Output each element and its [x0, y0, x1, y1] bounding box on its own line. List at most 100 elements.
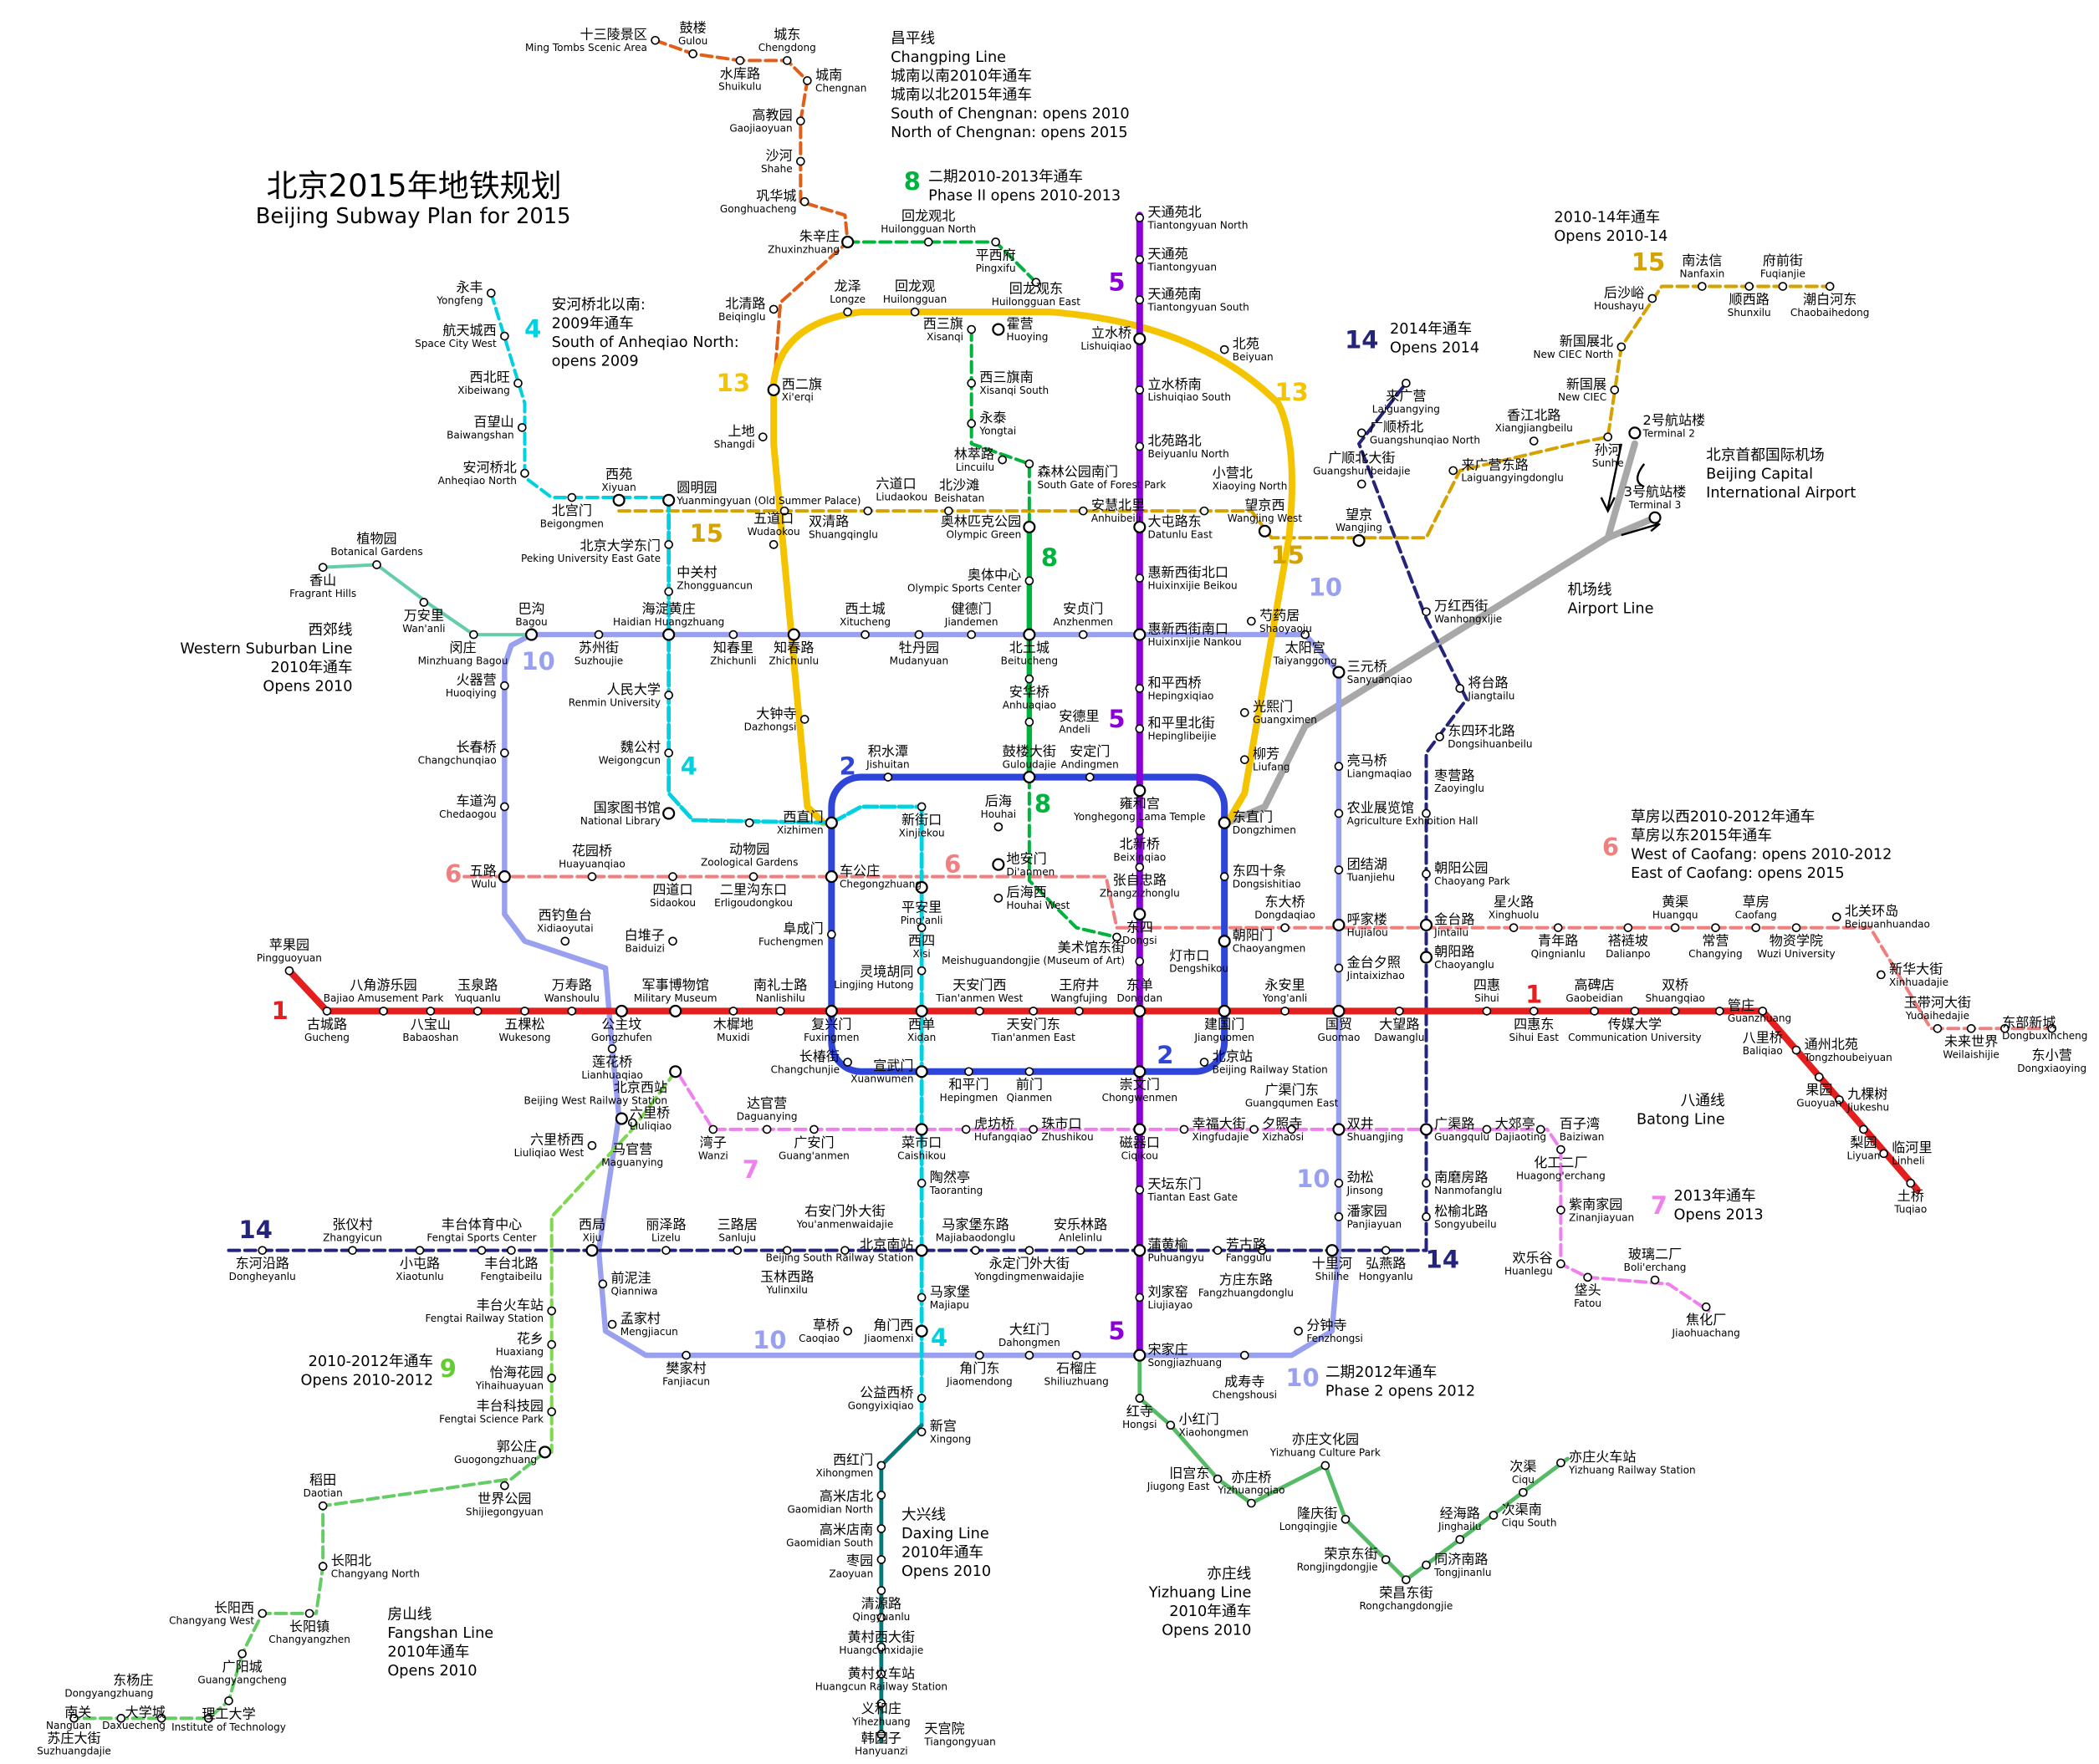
station-marker[interactable]	[876, 1586, 886, 1595]
station-marker[interactable]	[967, 324, 976, 334]
station-marker[interactable]	[876, 1461, 886, 1471]
station-marker[interactable]	[1024, 459, 1034, 469]
station-marker[interactable]	[587, 872, 597, 881]
station-marker[interactable]	[1078, 630, 1088, 640]
station-marker[interactable]	[1630, 1007, 1640, 1016]
station-marker[interactable]	[735, 56, 745, 65]
station-marker[interactable]	[1556, 1458, 1565, 1468]
station-marker[interactable]	[318, 563, 328, 572]
interchange-marker[interactable]	[1133, 1244, 1147, 1257]
station-marker[interactable]	[1135, 255, 1145, 264]
station-marker[interactable]	[547, 1407, 556, 1416]
station-marker[interactable]	[116, 1714, 126, 1723]
interchange-marker[interactable]	[1258, 524, 1271, 538]
station-marker[interactable]	[1590, 1007, 1599, 1016]
station-marker[interactable]	[1701, 1302, 1711, 1312]
station-marker[interactable]	[782, 1246, 792, 1255]
station-marker[interactable]	[944, 506, 953, 516]
station-marker[interactable]	[1239, 755, 1249, 764]
station-marker[interactable]	[1249, 1124, 1259, 1134]
station-marker[interactable]	[627, 1118, 637, 1128]
interchange-marker[interactable]	[669, 1004, 682, 1017]
station-marker[interactable]	[728, 630, 738, 640]
station-marker[interactable]	[372, 560, 381, 569]
interchange-marker[interactable]	[841, 235, 855, 249]
station-marker[interactable]	[796, 116, 805, 126]
station-marker[interactable]	[1334, 1178, 1344, 1188]
station-marker[interactable]	[1966, 1023, 1976, 1033]
station-marker[interactable]	[998, 455, 1007, 465]
station-marker[interactable]	[1135, 826, 1145, 836]
station-marker[interactable]	[843, 307, 852, 317]
station-marker[interactable]	[967, 419, 976, 428]
station-marker[interactable]	[560, 936, 570, 946]
station-marker[interactable]	[419, 598, 429, 607]
station-marker[interactable]	[469, 630, 478, 640]
interchange-marker[interactable]	[1332, 665, 1346, 679]
station-marker[interactable]	[284, 966, 294, 976]
station-marker[interactable]	[1341, 1514, 1351, 1524]
station-marker[interactable]	[237, 1649, 247, 1659]
interchange-marker[interactable]	[1325, 1244, 1339, 1257]
station-marker[interactable]	[1166, 1420, 1176, 1430]
station-marker[interactable]	[971, 1246, 980, 1255]
station-marker[interactable]	[1879, 1149, 1888, 1159]
interchange-marker[interactable]	[787, 628, 800, 641]
station-marker[interactable]	[607, 1044, 617, 1053]
station-marker[interactable]	[1356, 479, 1366, 489]
interchange-marker[interactable]	[1133, 784, 1147, 798]
station-marker[interactable]	[1071, 1350, 1081, 1360]
station-marker[interactable]	[1135, 956, 1145, 966]
station-marker[interactable]	[1603, 432, 1613, 441]
